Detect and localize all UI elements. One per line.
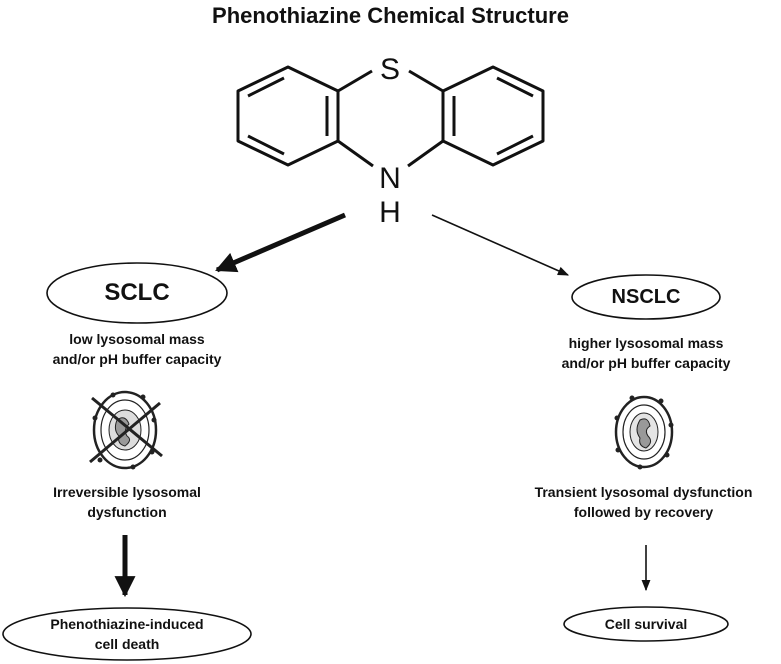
bond-n-right <box>407 139 444 168</box>
nsclc-condition-line1: higher lysosomal mass <box>568 335 724 351</box>
nsclc-condition-line2: and/or pH buffer capacity <box>561 355 731 371</box>
sclc-condition-line1: low lysosomal mass <box>69 331 205 347</box>
sclc-outcome-line1: Irreversible lysosomal <box>53 484 201 500</box>
bond-s-right <box>408 69 444 93</box>
arrow-to-nsclc <box>431 214 570 276</box>
left-ring-inner-bonds <box>247 76 285 98</box>
sclc-condition-line2: and/or pH buffer capacity <box>52 351 222 367</box>
right-benzene-ring <box>441 65 545 167</box>
bond-left-s <box>337 69 373 93</box>
diagram-title: Phenothiazine Chemical Structure <box>212 3 569 28</box>
sclc-outcome-line2: dysfunction <box>87 504 167 520</box>
left-benzene-ring <box>236 65 340 167</box>
nsclc-label: NSCLC <box>611 286 681 308</box>
cell-survival-label: Cell survival <box>604 616 688 632</box>
nsclc-ellipse <box>571 274 721 320</box>
atom-h: H <box>379 196 401 229</box>
phenothiazine-structure <box>236 65 545 168</box>
sclc-label: SCLC <box>104 279 170 306</box>
recovering-lysosome-icon <box>614 395 674 470</box>
cell-death-line1: Phenothiazine-induced <box>50 616 204 632</box>
right-ring-inner-bonds <box>496 76 534 98</box>
atom-n: N <box>379 162 401 195</box>
arrow-to-sclc <box>215 212 346 273</box>
bond-left-n <box>337 139 374 168</box>
cell-survival-ellipse <box>563 606 729 642</box>
sclc-ellipse <box>46 262 228 324</box>
cell-death-ellipse <box>2 607 252 661</box>
cell-death-line2: cell death <box>94 636 160 652</box>
damaged-lysosome-icon <box>89 390 163 470</box>
nsclc-outcome-line1: Transient lysosomal dysfunction <box>534 484 753 500</box>
atom-s: S <box>380 53 400 86</box>
nsclc-outcome-line2: followed by recovery <box>573 504 714 520</box>
